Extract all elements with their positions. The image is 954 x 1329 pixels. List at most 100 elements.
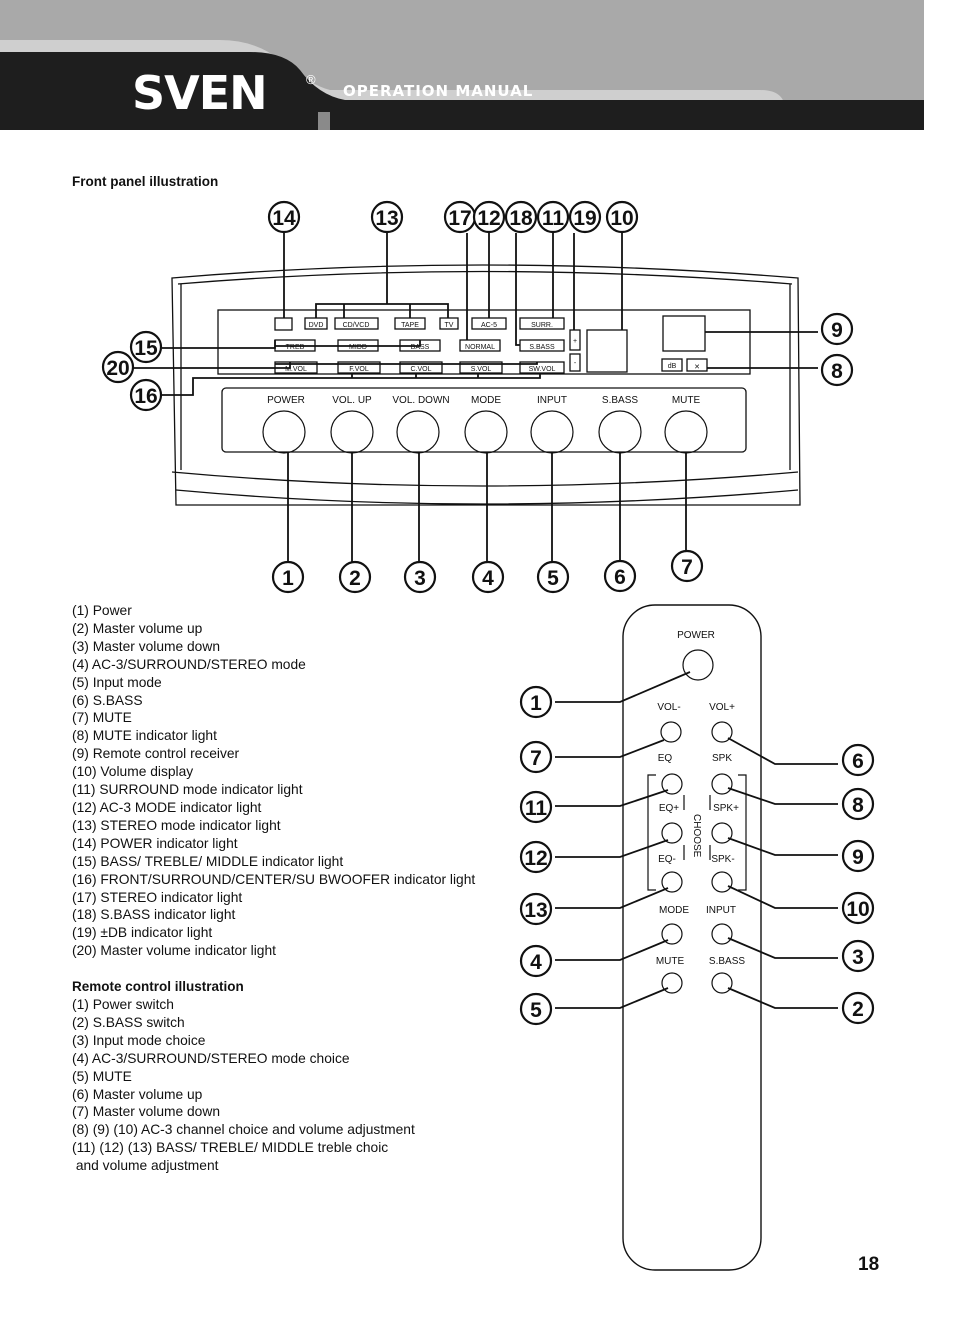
list-item: (2) Master volume up bbox=[72, 620, 203, 636]
remote-label-eq-plus: EQ+ bbox=[659, 803, 679, 814]
indicator-fvol: F.VOL bbox=[349, 366, 369, 373]
callout-7: 7 bbox=[681, 556, 693, 579]
indicator-db-plus: + bbox=[573, 338, 577, 345]
indicator-sbass: S.BASS bbox=[529, 344, 555, 351]
front-mode-knob bbox=[464, 410, 508, 454]
volume-display bbox=[586, 329, 628, 373]
callout-17: 17 bbox=[448, 207, 471, 230]
remote-body bbox=[622, 604, 762, 1271]
remote-callout-7: 7 bbox=[530, 747, 542, 770]
front-input-knob bbox=[530, 410, 574, 454]
remote-callout-2: 2 bbox=[852, 998, 864, 1021]
list-item: (4) AC-3/SURROUND/STEREO mode bbox=[72, 656, 306, 672]
list-item: (5) MUTE bbox=[72, 1068, 132, 1084]
front-label-sbass: S.BASS bbox=[602, 395, 638, 406]
indicator-tape: TAPE bbox=[401, 322, 419, 329]
remote-callout-13: 13 bbox=[524, 899, 547, 922]
indicator-cvol: C.VOL bbox=[410, 366, 431, 373]
list-item: (8) (9) (10) AC-3 channel choice and vol… bbox=[72, 1122, 415, 1138]
indicator-bass: BASS bbox=[411, 344, 430, 351]
indicator-normal: NORMAL bbox=[465, 344, 495, 351]
indicator-db: dB bbox=[668, 363, 677, 370]
callout-12: 12 bbox=[477, 207, 500, 230]
indicator-cdvcd: CD/VCD bbox=[343, 322, 370, 329]
indicator-surr: SURR. bbox=[531, 322, 553, 329]
remote-spk-minus-button bbox=[711, 871, 733, 893]
front-label-vol-up: VOL. UP bbox=[332, 395, 372, 406]
remote-eq-minus-button bbox=[661, 871, 683, 893]
callout-10: 10 bbox=[610, 207, 633, 230]
list-item: (20) Master volume indicator light bbox=[72, 943, 276, 959]
remote-label-spk-plus: SPK+ bbox=[713, 803, 739, 814]
callout-1: 1 bbox=[282, 567, 294, 590]
remote-illustration: POWER VOL- VOL+ EQ SPK EQ+ SPK+ EQ- SPK-… bbox=[519, 604, 875, 1271]
indicator-svol: S.VOL bbox=[471, 366, 492, 373]
remote-callout-8: 8 bbox=[852, 794, 864, 817]
registered-mark: ® bbox=[306, 72, 316, 87]
list-item: (9) Remote control receiver bbox=[72, 746, 240, 762]
remote-spk-plus-button bbox=[711, 822, 733, 844]
list-item: (3) Master volume down bbox=[72, 638, 220, 654]
remote-label-eq: EQ bbox=[658, 753, 673, 764]
remote-sbass-button bbox=[711, 972, 733, 994]
callout-11: 11 bbox=[542, 207, 565, 230]
list-item: (2) S.BASS switch bbox=[72, 1014, 185, 1030]
remote-callout-10: 10 bbox=[846, 898, 869, 921]
remote-callout-5: 5 bbox=[530, 999, 542, 1022]
list-item: (1) Power bbox=[72, 603, 132, 618]
front-vol-up-knob bbox=[330, 410, 374, 454]
remote-callout-6: 6 bbox=[852, 750, 864, 773]
list-item: (10) Volume display bbox=[72, 764, 194, 780]
callout-15: 15 bbox=[134, 337, 158, 360]
callout-6: 6 bbox=[614, 566, 626, 589]
remote-mute-button bbox=[661, 972, 683, 994]
remote-callout-3: 3 bbox=[852, 946, 864, 969]
indicator-swvol: SW.VOL bbox=[529, 366, 556, 373]
remote-mode-button bbox=[661, 923, 683, 945]
front-label-mode: MODE bbox=[471, 395, 501, 406]
front-panel-legend: (1) Power (2) Master volume up (3) Maste… bbox=[72, 602, 475, 960]
front-label-input: INPUT bbox=[537, 395, 567, 406]
remote-label-sbass: S.BASS bbox=[709, 956, 745, 967]
remote-eq-plus-button bbox=[661, 822, 683, 844]
front-label-power: POWER bbox=[267, 395, 305, 406]
remote-label-vol-plus: VOL+ bbox=[709, 702, 735, 713]
list-item: (18) S.BASS indicator light bbox=[72, 907, 236, 923]
callout-18: 18 bbox=[509, 207, 533, 230]
remote-vol-minus-button bbox=[660, 721, 682, 743]
remote-callout-9: 9 bbox=[852, 846, 864, 869]
indicator-ac5: AC-5 bbox=[481, 322, 497, 329]
front-panel-section-title: Front panel illustration bbox=[72, 174, 219, 189]
list-item: (8) MUTE indicator light bbox=[72, 728, 217, 744]
indicator-tv: TV bbox=[445, 322, 454, 329]
list-item: (1) Power switch bbox=[72, 997, 174, 1012]
callout-3: 3 bbox=[414, 567, 426, 590]
header-background bbox=[0, 0, 924, 130]
callout-4: 4 bbox=[482, 567, 494, 590]
list-item: (19) ±DB indicator light bbox=[72, 925, 213, 941]
list-item: (3) Input mode choice bbox=[72, 1032, 206, 1048]
front-label-mute: MUTE bbox=[672, 395, 701, 406]
front-mute-knob bbox=[664, 410, 708, 454]
remote-spk-button bbox=[711, 773, 733, 795]
list-item: (7) MUTE bbox=[72, 710, 132, 726]
document-title: OPERATION MANUAL bbox=[343, 82, 534, 100]
remote-label-mute: MUTE bbox=[656, 956, 685, 967]
remote-callout-4: 4 bbox=[530, 951, 542, 974]
list-item: and volume adjustment bbox=[72, 1158, 219, 1174]
list-item: (13) STEREO mode indicator light bbox=[72, 817, 281, 833]
list-item: (7) Master volume down bbox=[72, 1104, 220, 1120]
callout-9: 9 bbox=[831, 319, 843, 342]
list-item: (14) POWER indicator light bbox=[72, 835, 238, 851]
remote-section-title: Remote control illustration bbox=[72, 979, 244, 994]
callout-2: 2 bbox=[349, 567, 361, 590]
remote-eq-button bbox=[661, 773, 683, 795]
remote-vol-plus-button bbox=[711, 721, 733, 743]
callout-8: 8 bbox=[831, 360, 843, 383]
front-sbass-knob bbox=[598, 410, 642, 454]
callout-20: 20 bbox=[106, 357, 129, 380]
list-item: (12) AC-3 MODE indicator light bbox=[72, 799, 262, 815]
indicator-mvol: M.VOL bbox=[285, 366, 307, 373]
list-item: (5) Input mode bbox=[72, 674, 162, 690]
list-item: (15) BASS/ TREBLE/ MIDDLE indicator ligh… bbox=[72, 853, 344, 869]
